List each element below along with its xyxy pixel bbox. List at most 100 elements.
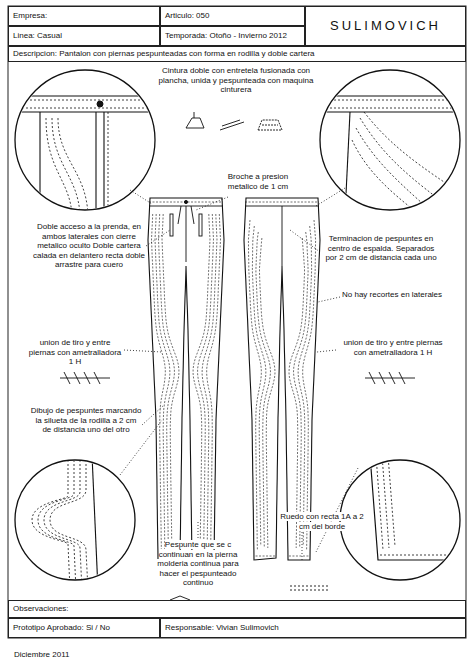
drawing-stroke xyxy=(220,120,244,130)
annotation-box: Diciembre 2011 xyxy=(14,650,134,660)
cell-text: Empresa: xyxy=(13,11,47,20)
annotation-box: union de tiro y entre piernas con ametra… xyxy=(26,338,124,367)
header-cell: Descripcion: Pantalon con piernas pespun… xyxy=(8,46,466,62)
stitch-row xyxy=(298,226,312,546)
hem-stitch xyxy=(289,556,309,557)
stitch-row xyxy=(260,238,276,548)
drawing-stroke xyxy=(10,96,160,112)
drawing-stroke xyxy=(146,230,170,246)
drawing-stroke xyxy=(318,297,340,302)
annotation: Pespunte que se c continuan en la pierna… xyxy=(157,540,238,587)
drawing-stroke xyxy=(124,350,162,352)
drawing-stroke xyxy=(258,120,282,130)
drawing-stroke xyxy=(317,350,336,352)
header-cell: Linea: Casual xyxy=(8,26,160,46)
drawing-stroke xyxy=(365,372,415,384)
annotation-box: Pespunte que se c continuan en la pierna… xyxy=(152,540,244,588)
drawing-stroke xyxy=(130,190,152,204)
cell-text: Responsable: Vivian Sulimovich xyxy=(165,623,279,632)
drawing-stroke xyxy=(320,70,460,210)
cell-text: Linea: Casual xyxy=(13,31,62,40)
stitch-row xyxy=(256,232,271,547)
annotation-box: Terminacion de pespuntes en centro de es… xyxy=(322,234,440,263)
center-back-seam xyxy=(282,206,283,266)
sheet-frame xyxy=(8,6,466,638)
header-cell: Observaciones: xyxy=(8,600,466,618)
annotation-box: Broche a presion metalico de 1 cm xyxy=(222,172,294,191)
header-cell: Responsable: Vivian Sulimovich xyxy=(160,618,466,638)
drawing-stroke xyxy=(310,100,470,108)
annotation-box: Ruedo con recta 1A a 2 cm del borde xyxy=(278,512,366,531)
annotation-box: Dibujo de pespuntes marcando la silueta … xyxy=(30,406,142,435)
drawing-stroke xyxy=(32,455,98,590)
leader-lines xyxy=(120,188,358,560)
drawing-stroke xyxy=(345,112,350,215)
drawing-stroke xyxy=(380,555,470,556)
drawing-stroke xyxy=(184,200,187,203)
machine-icons xyxy=(186,112,282,130)
drawing-stroke xyxy=(198,522,199,538)
drawing-stroke xyxy=(142,405,164,425)
header-cell: Articulo: 050 xyxy=(160,6,305,26)
brand-logo-cell: SULIMOVICH xyxy=(305,6,466,46)
annotation: Broche a presion metalico de 1 cm xyxy=(228,172,288,191)
drawing-stroke xyxy=(352,112,450,215)
drawing-stroke xyxy=(170,214,173,236)
drawing-stroke xyxy=(15,70,155,210)
waistband-stitch xyxy=(245,202,319,203)
drawing-stroke xyxy=(92,455,98,590)
detail-waist-back xyxy=(310,70,470,215)
drawing-stroke xyxy=(316,468,358,552)
stitch-row xyxy=(198,214,214,549)
drawing-stroke xyxy=(39,112,40,215)
date-label: Diciembre 2011 xyxy=(14,650,69,659)
drawing-stroke xyxy=(310,96,470,215)
drawing-stroke xyxy=(370,455,470,560)
drawing-stroke xyxy=(376,455,395,550)
drawing-stroke xyxy=(97,101,103,107)
cell-text: Descripcion: Pantalon con piernas pespun… xyxy=(13,49,315,58)
header-cell: Empresa: xyxy=(8,6,160,26)
stitch-row xyxy=(193,214,210,549)
cell-text: SULIMOVICH xyxy=(330,19,441,34)
annotation-box: No hay recortes en laterales xyxy=(342,290,460,300)
cell-text: Temporada: Otoño - Invierno 2012 xyxy=(165,31,287,40)
drawing-stroke xyxy=(60,372,110,384)
annotation-box: union de tiro y entre piernas con ametra… xyxy=(338,338,448,357)
stitch-row xyxy=(159,214,175,549)
cell-text: Articulo: 050 xyxy=(165,11,209,20)
drawing-stroke xyxy=(196,197,228,210)
stitch-row xyxy=(294,232,309,547)
drawing-stroke xyxy=(186,206,187,262)
drawing-stroke xyxy=(310,96,470,112)
annotation: Terminacion de pespuntes en centro de es… xyxy=(325,234,436,262)
drawing-stroke xyxy=(178,206,194,224)
detail-waist-front xyxy=(10,70,160,215)
header-cell: Temporada: Otoño - Invierno 2012 xyxy=(160,26,305,46)
annotation: union de tiro y entre piernas con ametra… xyxy=(343,338,442,357)
drawing-stroke xyxy=(10,100,160,108)
header-cell: Prototipo Aprobado: Si / No xyxy=(8,618,160,638)
annotation: Doble acceso a la prenda, en ambos later… xyxy=(33,222,145,269)
cell-text: Prototipo Aprobado: Si / No xyxy=(13,623,110,632)
drawing-stroke xyxy=(108,112,109,215)
cell-text: Observaciones: xyxy=(13,604,69,613)
drawing-stroke xyxy=(316,188,345,206)
drawing-stroke xyxy=(96,112,104,215)
drawing-stroke xyxy=(290,230,320,252)
annotation: No hay recortes en laterales xyxy=(342,290,442,299)
drawing-stroke xyxy=(46,118,88,215)
annotation-box: Cintura doble con entretela fusionada co… xyxy=(158,66,314,95)
drawing-stroke xyxy=(302,532,303,560)
stitch-row xyxy=(252,226,266,546)
stitch-row xyxy=(162,214,179,549)
annotation: Ruedo con recta 1A a 2 cm del borde xyxy=(280,512,364,531)
drawing-stroke xyxy=(290,586,330,590)
pants-flats xyxy=(148,198,320,560)
hem-stitch xyxy=(255,556,275,557)
annotation: Dibujo de pespuntes marcando la silueta … xyxy=(31,406,142,434)
annotation: Cintura doble con entretela fusionada co… xyxy=(159,66,314,94)
annotation-box: Doble acceso a la prenda, en ambos later… xyxy=(30,222,148,270)
annotation: union de tiro y entre piernas con ametra… xyxy=(29,338,122,366)
